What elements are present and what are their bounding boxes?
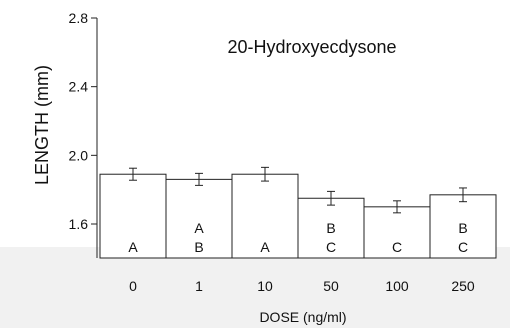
y-tick-label-2.8: 2.8 xyxy=(69,10,89,26)
x-ticks-layer: 0 1 10 50 100 250 xyxy=(129,278,475,294)
x-tick-label-1: 1 xyxy=(195,278,203,294)
y-axis-title: LENGTH (mm) xyxy=(32,65,52,185)
error-bars-layer xyxy=(129,166,467,214)
x-tick-label-250: 250 xyxy=(451,278,475,294)
significance-letter-50-1: B xyxy=(326,220,335,236)
significance-letter-250-1: B xyxy=(458,220,467,236)
y-tick-label-1.6: 1.6 xyxy=(69,216,89,232)
significance-letter-50-2: C xyxy=(326,239,336,255)
y-tick-label-2.4: 2.4 xyxy=(69,79,89,95)
x-tick-label-100: 100 xyxy=(385,278,409,294)
chart-annotation: 20-Hydroxyecdysone xyxy=(227,37,396,57)
y-tick-label-2.0: 2.0 xyxy=(69,147,89,163)
x-tick-label-10: 10 xyxy=(257,278,273,294)
bar-100 xyxy=(363,206,431,259)
bar-0 xyxy=(99,173,167,259)
bar-1 xyxy=(165,178,233,259)
significance-letter-10-1: A xyxy=(260,239,270,255)
lower-band xyxy=(0,247,510,328)
significance-letter-100-1: C xyxy=(392,239,402,255)
x-tick-label-50: 50 xyxy=(323,278,339,294)
x-tick-label-0: 0 xyxy=(129,278,137,294)
x-axis-title: DOSE (ng/ml) xyxy=(259,309,346,325)
bars-layer xyxy=(99,173,497,259)
significance-letter-1-1: A xyxy=(194,220,204,236)
significance-letter-1-2: B xyxy=(194,239,203,255)
significance-letter-250-2: C xyxy=(458,239,468,255)
bar-250 xyxy=(429,194,497,259)
significance-letter-0-1: A xyxy=(128,239,138,255)
bar-50 xyxy=(297,197,365,259)
y-ticks-layer: 1.6 2.0 2.4 2.8 xyxy=(69,10,97,232)
